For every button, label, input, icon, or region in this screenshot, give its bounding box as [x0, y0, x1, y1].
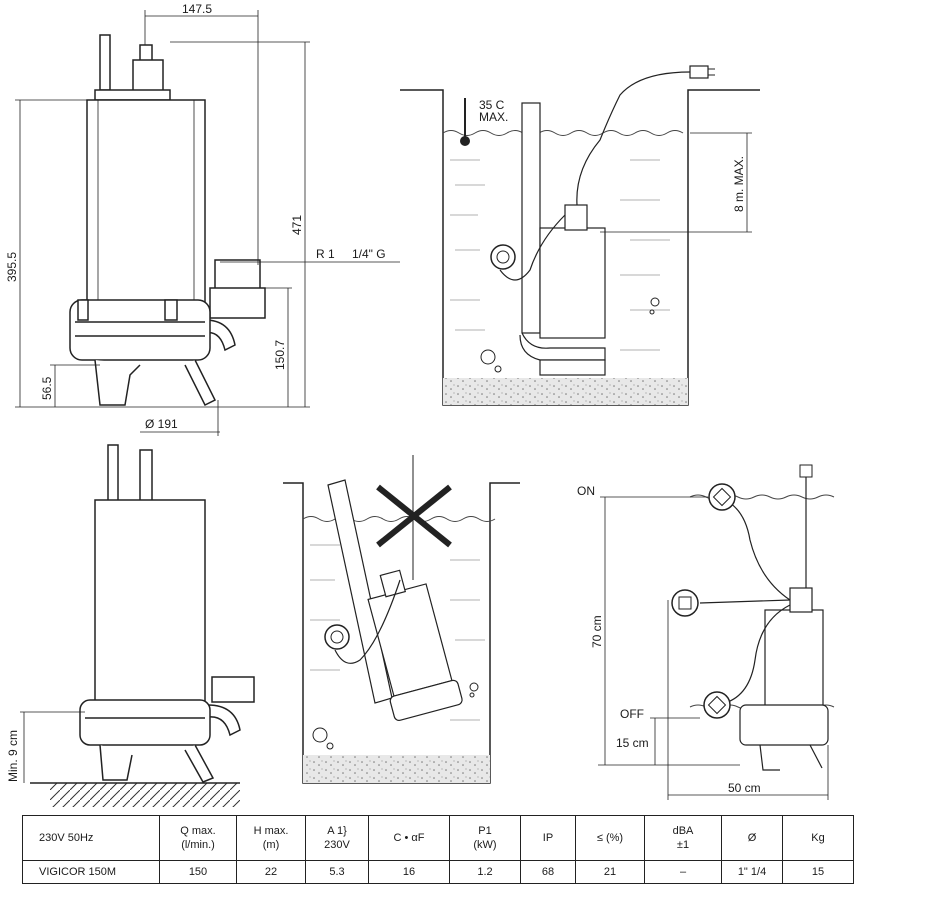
value-cell: – [644, 860, 722, 884]
max-depth-label: 8 m. MAX. [732, 156, 746, 212]
installation-pit-view [400, 65, 760, 406]
header-cell: dBA±1 [644, 815, 722, 861]
header-cell: P1(kW) [449, 815, 521, 861]
float-range-label: 70 cm [590, 615, 604, 648]
dim-body-height: 395.5 [5, 252, 19, 282]
min-level-label: Min. 9 cm [6, 730, 20, 782]
pump-min-level-view [79, 444, 255, 783]
max-temp-suffix: MAX. [479, 110, 508, 124]
table-header-row: 230V 50Hz Q max.(l/min.) H max.(m) A 1}2… [22, 815, 854, 861]
ground-hatch [50, 783, 240, 807]
header-cell: Ø [721, 815, 783, 861]
header-cell: Kg [782, 815, 854, 861]
value-cell: 16 [368, 860, 450, 884]
float-off-label: OFF [620, 707, 644, 721]
header-cell: A 1}230V [305, 815, 369, 861]
dim-top-width: 147.5 [182, 2, 212, 16]
value-cell: 1" 1/4 [721, 860, 783, 884]
header-cell: ≤ (%) [575, 815, 645, 861]
pump-dimension-view [69, 34, 266, 407]
header-cell: C • αF [368, 815, 450, 861]
dim-total-height: 471 [290, 215, 304, 235]
value-cell: 15 [782, 860, 854, 884]
header-cell: IP [520, 815, 576, 861]
table-row: VIGICOR 150M 150 22 5.3 16 1.2 68 21 – 1… [22, 860, 854, 884]
max-temp-label: 35 C [479, 98, 505, 112]
value-cell: 150 [159, 860, 237, 884]
value-cell: 21 [575, 860, 645, 884]
float-on-label: ON [577, 484, 595, 498]
technical-drawings: 147.5 471 395.5 150.7 56.5 Ø 191 R 1 1/4… [5, 2, 835, 807]
dim-base-diameter: Ø 191 [145, 417, 178, 431]
specifications-table: 230V 50Hz Q max.(l/min.) H max.(m) A 1}2… [22, 815, 854, 884]
dimension-lines [15, 10, 400, 436]
header-cell: 230V 50Hz [22, 815, 160, 861]
float-width-label: 50 cm [728, 781, 761, 795]
dim-thread-size: 1/4" G [352, 247, 386, 261]
header-cell: Q max.(l/min.) [159, 815, 237, 861]
value-cell: 1.2 [449, 860, 521, 884]
model-cell: VIGICOR 150M [22, 860, 160, 884]
float-switch-view [598, 464, 835, 800]
dim-outlet-height: 150.7 [273, 340, 287, 370]
dim-thread: R 1 [316, 247, 335, 261]
value-cell: 5.3 [305, 860, 369, 884]
float-off-height-label: 15 cm [616, 736, 649, 750]
value-cell: 68 [520, 860, 576, 884]
header-cell: H max.(m) [236, 815, 306, 861]
dim-foot-height: 56.5 [40, 376, 54, 400]
value-cell: 22 [236, 860, 306, 884]
incorrect-install-view [283, 455, 520, 784]
